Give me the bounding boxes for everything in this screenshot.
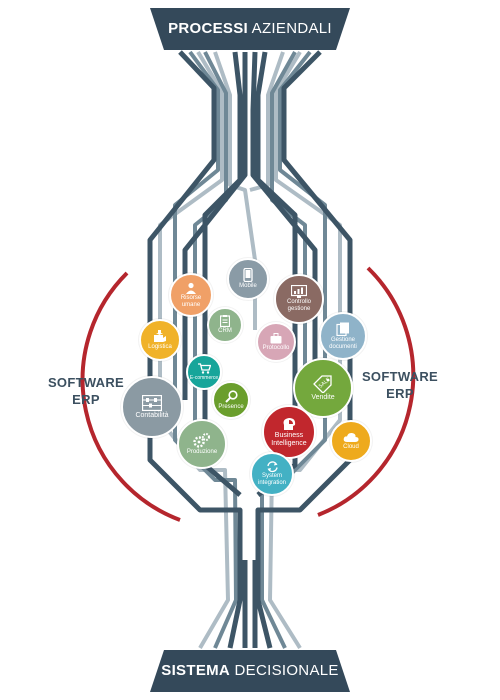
node-contabilita[interactable]: Contabilità <box>121 376 183 438</box>
clipboard-icon <box>219 315 231 328</box>
node-label-line: umane <box>181 301 201 308</box>
footer-title-bold: SISTEMA <box>161 662 231 679</box>
footer-title-light: DECISIONALE <box>234 662 339 679</box>
right-label-line-1: SOFTWARE <box>361 369 439 384</box>
node-label-line: Business <box>274 431 304 439</box>
documents-icon <box>336 322 350 336</box>
sale-tag-icon: SALE <box>312 375 334 394</box>
node-label-line: Protocollo <box>262 344 290 351</box>
node-label-line: Intelligence <box>271 439 307 447</box>
node-vendite[interactable]: SALE Vendite <box>293 358 353 418</box>
left-software-erp-label: SOFTWARE ERP <box>36 374 136 408</box>
node-e-commerce[interactable]: E-commerce <box>186 354 222 390</box>
node-presence[interactable]: Presence <box>212 381 250 419</box>
cart-icon <box>197 362 211 374</box>
right-label-line-2: ERP <box>386 386 414 401</box>
node-produzione[interactable]: Produzione <box>177 419 227 469</box>
node-label-line: System <box>261 473 282 479</box>
dark-lines <box>147 50 353 649</box>
monitor-chart-icon <box>290 284 308 298</box>
gears-icon <box>193 432 211 448</box>
node-label-line: documenti <box>329 343 357 350</box>
node-label-line: Logistica <box>148 344 172 350</box>
phone-icon <box>243 267 253 283</box>
header-title-bold: PROCESSI <box>168 20 249 37</box>
magnifier-icon <box>224 389 238 403</box>
node-protocollo[interactable]: Protocollo <box>256 322 296 362</box>
node-label-line: integration <box>257 480 287 486</box>
node-mobile[interactable]: Mobile <box>227 258 269 300</box>
node-label-line: Risorse <box>180 294 202 301</box>
bottom-banner <box>150 650 350 692</box>
pie-head-icon <box>281 417 297 431</box>
left-label-line-1: SOFTWARE <box>47 375 125 390</box>
cloud-icon <box>343 432 359 443</box>
node-label-line: Gestione <box>330 336 355 343</box>
node-label-line: Controllo <box>286 299 311 305</box>
right-software-erp-label: SOFTWARE ERP <box>350 368 450 402</box>
right-arc <box>317 266 416 517</box>
top-banner <box>150 8 350 50</box>
node-cloud[interactable]: Cloud <box>330 420 372 462</box>
node-label-line: Mobile <box>239 283 257 289</box>
node-label-line: gestione <box>287 306 311 312</box>
header-title-light: AZIENDALI <box>251 20 332 37</box>
node-label-line: E-commerce <box>189 374 219 381</box>
node-label-line: Presence <box>218 403 244 410</box>
node-label-line: Produzione <box>186 448 218 455</box>
node-crm[interactable]: CRM <box>207 307 243 343</box>
node-label-line: Vendite <box>311 394 335 401</box>
node-label-line: Cloud <box>343 443 359 450</box>
abacus-icon <box>141 394 163 412</box>
node-label-line: Contabilità <box>135 412 169 419</box>
box-icon <box>153 329 167 343</box>
footer-title: SISTEMA DECISIONALE <box>0 662 500 679</box>
header-title: PROCESSI AZIENDALI <box>0 20 500 37</box>
left-label-line-2: ERP <box>72 392 100 407</box>
mid-lines <box>173 50 327 649</box>
sync-icon <box>266 461 279 473</box>
person-icon <box>185 282 197 294</box>
node-label-line: CRM <box>218 328 232 334</box>
left-arc <box>80 271 181 522</box>
node-logistica[interactable]: Logistica <box>139 319 181 361</box>
briefcase-icon <box>270 332 282 344</box>
